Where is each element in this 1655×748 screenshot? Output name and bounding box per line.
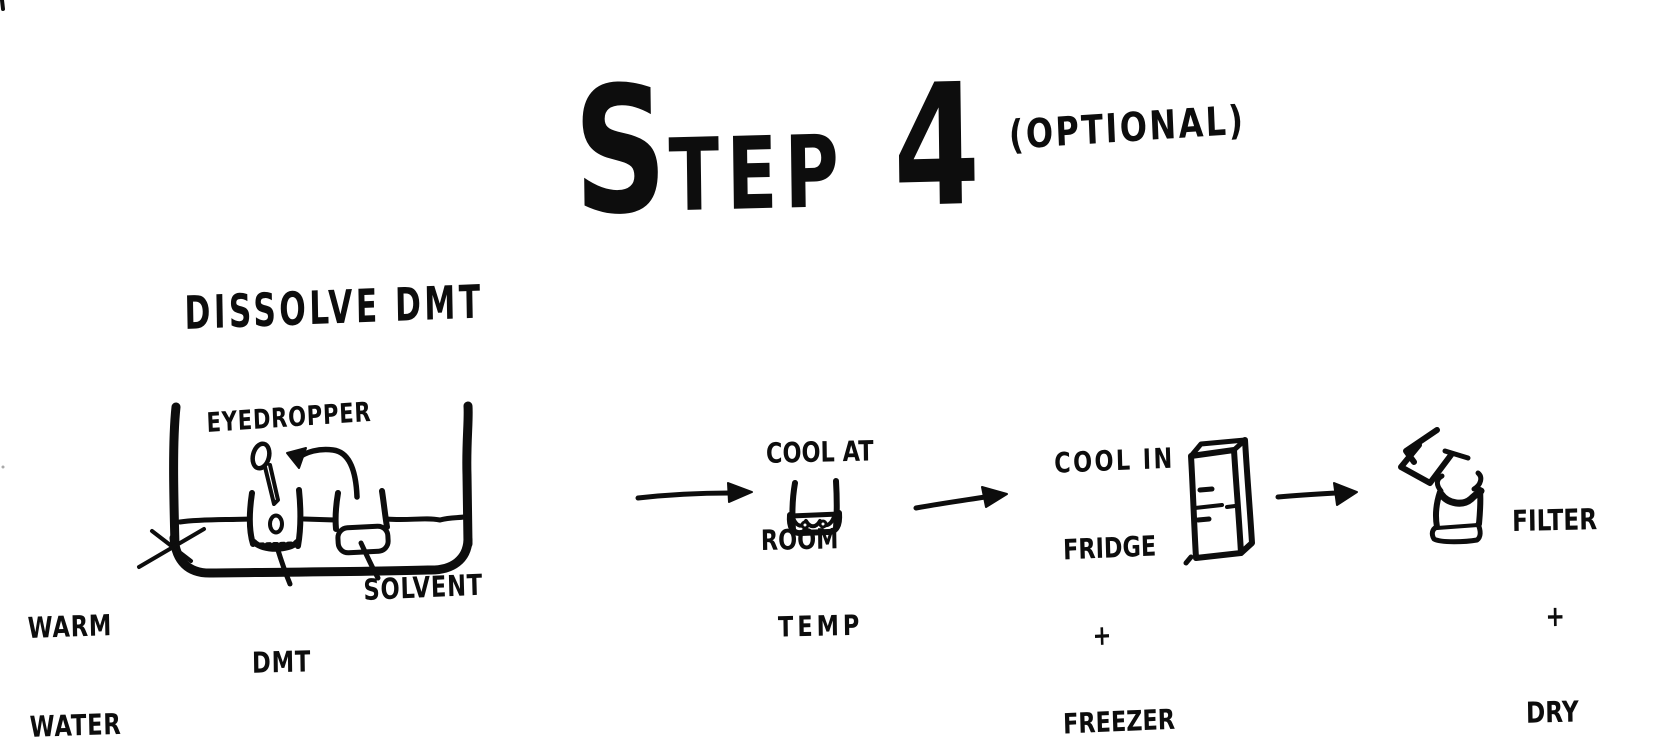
stage1-heading: DISSOLVE DMT bbox=[183, 274, 484, 340]
dmt-beaker-drawing bbox=[246, 487, 304, 552]
dmt-powder-label-line2: POWDER bbox=[242, 742, 360, 748]
stage3-caption-plus: + bbox=[1092, 618, 1112, 653]
stage3-caption-line4: FREEZER bbox=[1062, 702, 1176, 741]
flow-arrow-1 bbox=[635, 482, 753, 503]
solvent-label: SOLVENT bbox=[362, 567, 484, 607]
stage2-caption-line3: TEMP bbox=[777, 608, 864, 644]
corner-mark bbox=[0, 0, 5, 11]
warm-water-pointer bbox=[137, 527, 206, 569]
page-title: STEP 4 bbox=[550, 40, 983, 257]
falling-drop bbox=[268, 513, 284, 535]
stage4-caption-line3: DRY bbox=[1525, 694, 1579, 730]
stage4-caption: FILTER + DRY bbox=[1511, 439, 1601, 748]
title-number: 4 bbox=[892, 46, 983, 245]
title-rest: TEP bbox=[668, 113, 848, 235]
flow-arrow-2 bbox=[913, 486, 1008, 511]
transfer-arrow bbox=[286, 446, 360, 500]
solvent-pointer bbox=[358, 540, 381, 581]
title-initial: S bbox=[572, 49, 670, 255]
stage4-caption-line1: FILTER bbox=[1511, 502, 1598, 538]
eyedropper-drawing bbox=[250, 441, 280, 506]
dmt-powder-label: DMT POWDER bbox=[240, 578, 361, 748]
flow-arrow-3 bbox=[1275, 482, 1358, 506]
stage3-caption-line1: COOL IN bbox=[1053, 441, 1176, 480]
stage2-caption-line2: ROOM bbox=[760, 522, 839, 557]
dmt-powder-pointer bbox=[274, 544, 293, 587]
warm-water-label-line2: WATER bbox=[29, 706, 122, 744]
stage3-caption: COOL IN FRIDGE + FREEZER bbox=[1049, 386, 1184, 748]
stage2-caption-line1: COOL AT bbox=[765, 434, 874, 470]
paper-speck bbox=[1, 465, 5, 469]
stage4-caption-plus: + bbox=[1545, 598, 1566, 634]
filter-pour-drawing bbox=[1398, 427, 1485, 545]
warm-water-label-line1: WARM bbox=[27, 608, 113, 645]
stage3-caption-line2: FRIDGE bbox=[1062, 529, 1157, 567]
room-temp-beaker-drawing bbox=[786, 478, 843, 537]
fridge-drawing bbox=[1183, 437, 1255, 566]
dmt-powder-label-line1: DMT bbox=[251, 644, 312, 680]
water-bath-drawing bbox=[150, 401, 473, 578]
stage2-caption: COOL AT ROOM TEMP bbox=[757, 378, 877, 699]
warm-water-label: WARM WATER bbox=[26, 543, 123, 748]
